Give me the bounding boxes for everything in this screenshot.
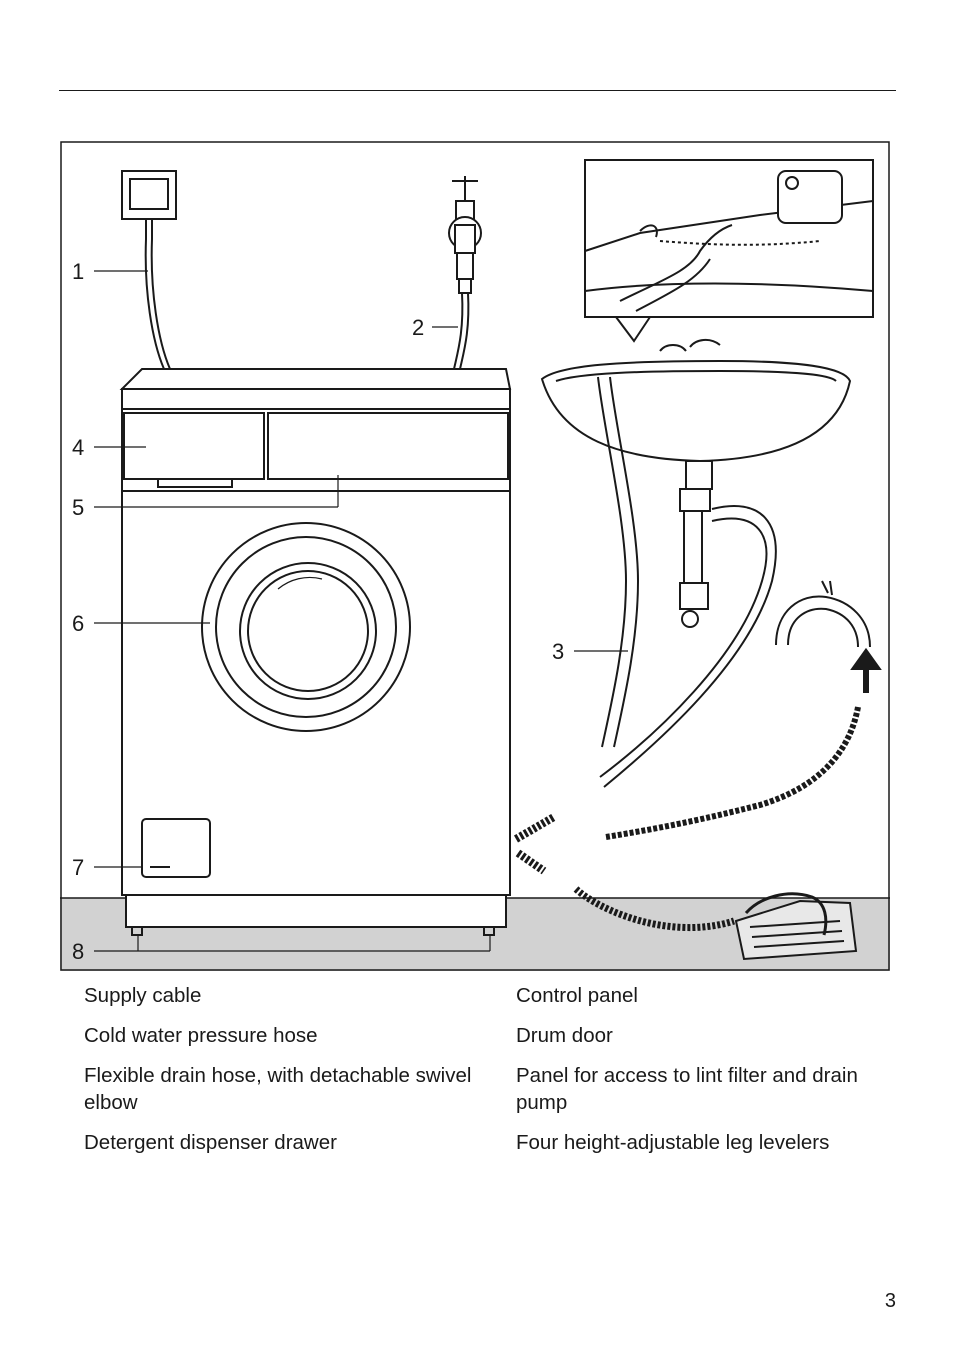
legend-item-drum-door: Drum door [516,1024,613,1047]
legend-item-drain-hose: Flexible drain hose, with detachable swi… [84,1064,472,1114]
legend-column-right: Control panel Drum door Panel for access… [516,982,906,1169]
washing-machine-diagram: 1 2 3 4 5 6 7 8 [60,141,890,971]
legend-item-control-panel: Control panel [516,984,638,1007]
sink [540,339,852,628]
callout-2: 2 [412,315,424,340]
wall-socket-icon [121,170,177,239]
callout-4: 4 [72,435,84,460]
water-tap-icon [448,176,482,294]
floor-drain [734,892,858,961]
swivel-elbow [775,580,871,648]
loose-hoses [513,706,861,932]
callout-7: 7 [72,855,84,880]
supply-cable [144,238,165,370]
direction-arrow-icon [850,647,882,693]
legend-item-cold-water-hose: Cold water pressure hose [84,1024,318,1047]
callout-8: 8 [72,939,84,964]
callout-1: 1 [72,259,84,284]
cold-water-hose [453,292,464,370]
legend-item-supply-cable: Supply cable [84,984,202,1007]
drum-door [201,522,411,732]
lint-filter-panel [141,818,211,878]
flexible-drain-hose [597,376,777,788]
legend-item-access-panel: Panel for access to lint filter and drai… [516,1064,858,1114]
callout-lines [94,270,628,952]
header-rule [59,90,896,91]
legend-item-dispenser-drawer: Detergent dispenser drawer [84,1131,337,1154]
washing-machine [119,368,512,936]
callout-6: 6 [72,611,84,636]
drain-hose-detail-inset [584,159,874,343]
figure-frame [60,141,890,971]
callout-3: 3 [552,639,564,664]
legend-item-leg-levelers: Four height-adjustable leg levelers [516,1131,830,1154]
legend-column-left: Supply cable Cold water pressure hose Fl… [84,982,484,1169]
page-number: 3 [884,1290,896,1312]
callout-5: 5 [72,495,84,520]
